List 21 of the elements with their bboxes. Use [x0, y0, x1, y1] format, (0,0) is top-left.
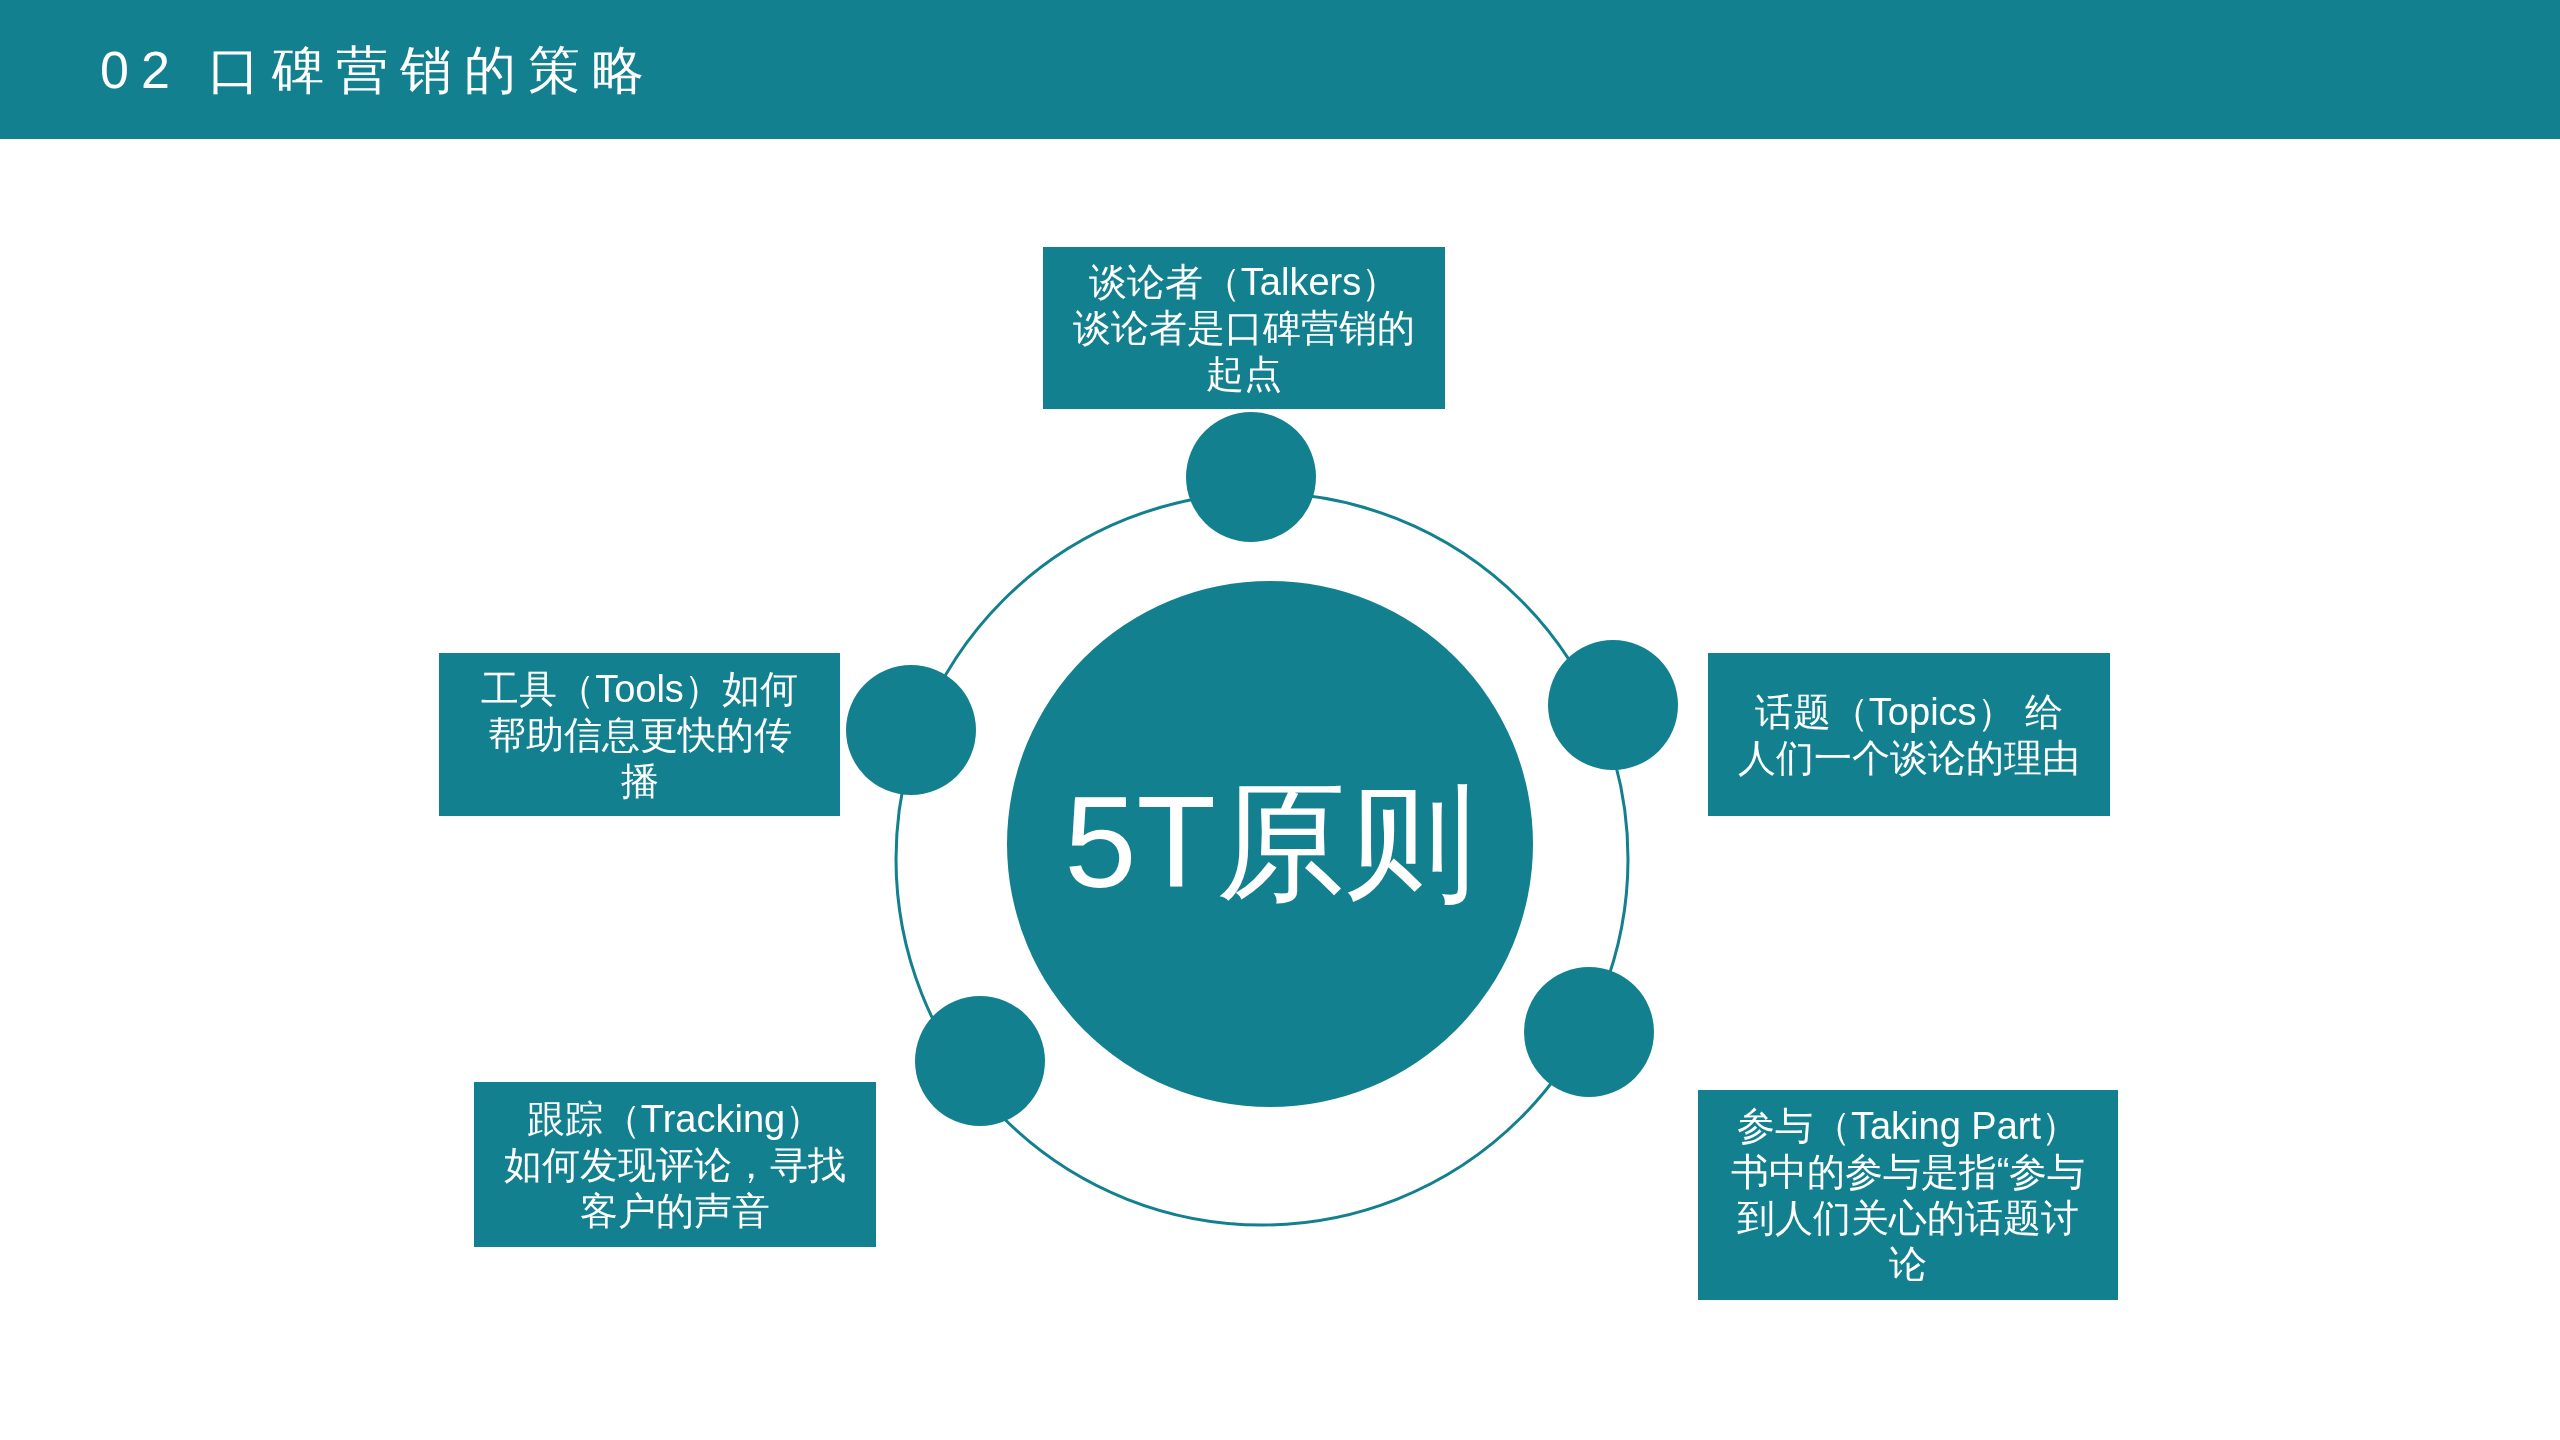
box-text: 书中的参与是指“参与到人们关心的话题讨论: [1729, 1150, 2087, 1287]
circle-marker: [1524, 967, 1654, 1097]
circle-marker: [846, 665, 976, 795]
text-box: [1698, 1090, 2118, 1300]
box-text: 工具（Tools）如何帮助信息更快的传播: [480, 666, 799, 804]
circle-marker: [915, 996, 1045, 1126]
text-box: [1708, 653, 2110, 816]
page-title: 02 口碑营销的策略: [100, 40, 657, 101]
box-text: 话题（Topics） 给人们一个谈论的理由: [1738, 689, 2080, 781]
text-box: [1043, 247, 1445, 409]
circle-marker: [1186, 412, 1316, 542]
box-text: 谈论者是口碑营销的起点: [1073, 306, 1415, 397]
center-circle: [1007, 581, 1533, 1107]
text-box: [439, 653, 840, 816]
box-text: 如何发现评论，寻找客户的声音: [504, 1142, 846, 1234]
box-heading: 跟踪（Tracking）: [526, 1096, 824, 1142]
box-heading: 谈论者（Talkers）: [1088, 260, 1400, 305]
circle-marker: [1548, 640, 1678, 770]
box-heading: 参与（Taking Part）: [1736, 1104, 2080, 1149]
text-box: [474, 1082, 876, 1247]
circle-title: 5T原则: [1064, 768, 1476, 917]
